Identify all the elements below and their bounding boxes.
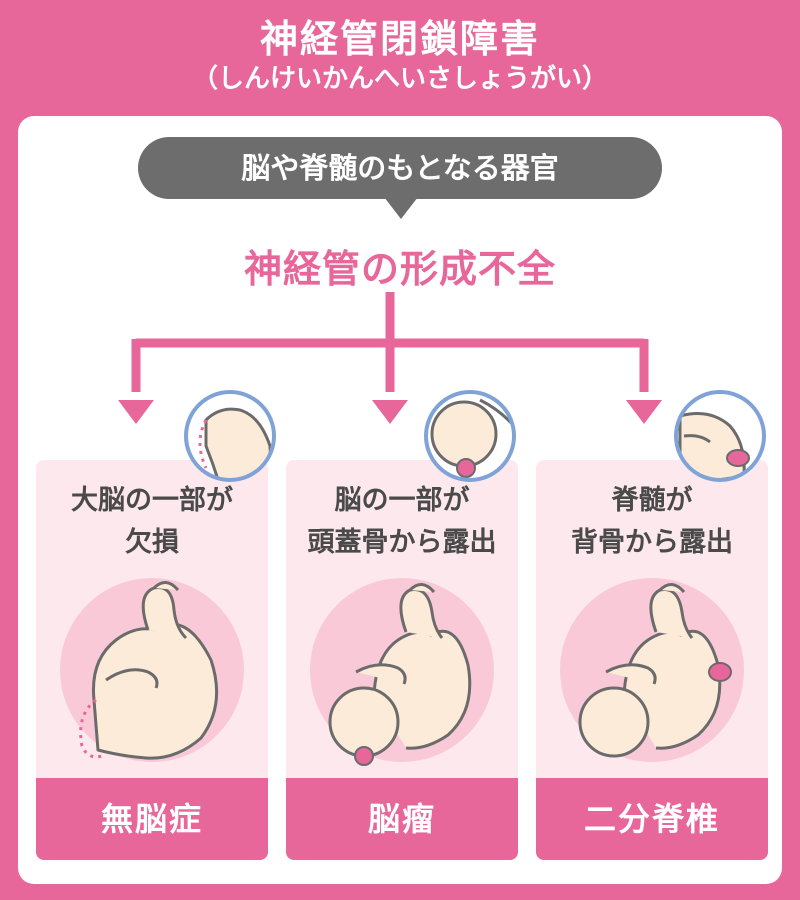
main-label: 神経管の形成不全 [243, 247, 556, 291]
card-name: 二分脊椎 [536, 778, 768, 860]
card-name: 脳瘤 [286, 778, 518, 860]
arrow-right-icon [626, 400, 662, 424]
fetus-body [91, 622, 219, 760]
arrow-left-icon [118, 400, 154, 424]
missing-brain-outline [79, 698, 103, 759]
fetus-arm [605, 663, 657, 685]
fetus-illustration-encephalocele [310, 578, 494, 766]
desc-line-2: 背骨から露出 [571, 527, 733, 558]
card-spina-bifida: 脊髄が 背骨から露出 二分脊椎 [536, 460, 768, 860]
page-subtitle: （しんけいかんへいさしょうがい） [191, 64, 608, 94]
fetus-head [578, 686, 650, 758]
desc-line-2: 欠損 [125, 527, 179, 558]
fetus-arm [105, 668, 159, 689]
card-description: 脳の一部が 頭蓋骨から露出 [286, 480, 518, 564]
arrow-center-icon [372, 400, 408, 424]
desc-line-1: 脳の一部が [334, 485, 470, 516]
fetus-foot [152, 581, 180, 592]
fetus-leg [649, 587, 694, 639]
branch-connector [118, 292, 662, 424]
encephalocele-lesion [354, 746, 374, 766]
bubble-tail [384, 197, 418, 219]
card-name: 無脳症 [36, 778, 268, 860]
fetus-arm [355, 663, 407, 685]
fetus-foot [408, 583, 436, 594]
card-anencephaly: 大脳の一部が 欠損 無脳症 [36, 460, 268, 860]
card-encephalocele: 脳の一部が 頭蓋骨から露出 脳瘤 [286, 460, 518, 860]
desc-line-1: 脊髄が [611, 485, 693, 516]
page-title: 神経管閉鎖障害 [259, 17, 540, 61]
fetus-illustration-spina-bifida [560, 578, 744, 762]
fetus-foot [658, 583, 686, 594]
card-description: 脊髄が 背骨から露出 [536, 480, 768, 564]
desc-line-2: 頭蓋骨から露出 [307, 527, 497, 558]
zoom-circle-spina-bifida [674, 390, 766, 482]
fetus-leg [399, 587, 444, 639]
zoom-circle-anencephaly [184, 390, 276, 482]
zoom-circle-encephalocele [424, 390, 516, 482]
desc-line-1: 大脳の一部が [71, 485, 233, 516]
definition-bubble: 脳や脊髄のもとなる器官 [138, 137, 662, 199]
spina-bifida-lesion [708, 662, 732, 682]
fetus-leg [141, 585, 188, 640]
card-description: 大脳の一部が 欠損 [36, 480, 268, 564]
fetus-head [328, 686, 400, 758]
fetus-illustration-anencephaly [60, 578, 244, 762]
